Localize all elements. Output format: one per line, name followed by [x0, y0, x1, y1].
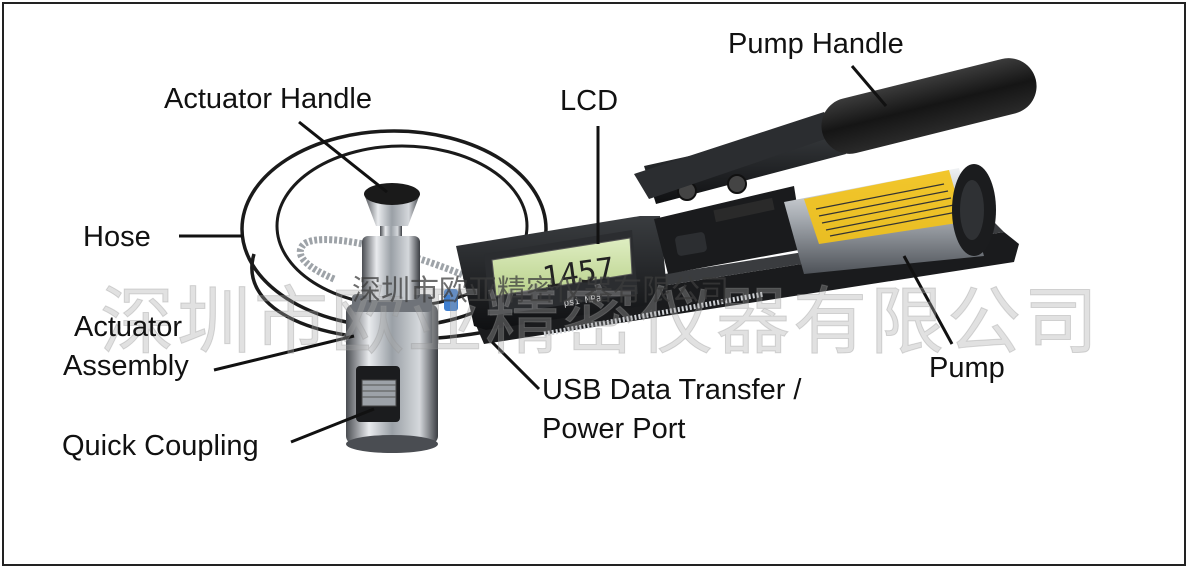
leader-pump-handle	[850, 65, 888, 107]
pump-cylinder	[784, 164, 996, 274]
label-usb-port: USB Data Transfer / Power Port	[542, 371, 802, 449]
label-lcd: LCD	[560, 85, 619, 117]
actuator-assembly	[346, 183, 438, 453]
watermark-large: 深圳市欧亚精密仪器有限公司	[100, 279, 1101, 366]
leader-pump	[902, 255, 954, 345]
watermark-small: 深圳市欧亚精密仪器有限公司	[352, 273, 730, 307]
leader-lines	[179, 65, 954, 444]
leader-actuator-handle	[298, 120, 388, 194]
label-hose: Hose	[83, 221, 151, 253]
braided-hose	[296, 236, 496, 293]
gauge-housing: 1457 psi MPa	[456, 216, 668, 330]
label-actuator-assembly-line2: Assembly	[63, 350, 189, 382]
leader-actuator-assembly	[213, 334, 355, 372]
pump-handle	[634, 58, 1037, 199]
label-actuator-assembly: Actuator Assembly	[63, 308, 189, 386]
device-illustration: 1457 psi MPa	[179, 58, 1037, 453]
label-quick-coupling: Quick Coupling	[62, 430, 259, 462]
label-actuator-handle: Actuator Handle	[164, 83, 372, 115]
spring	[543, 291, 765, 337]
leader-quick-coupling	[290, 407, 375, 444]
label-usb-port-line2: Power Port	[542, 413, 686, 445]
leader-usb-port	[490, 340, 541, 391]
label-actuator-assembly-line1: Actuator	[74, 311, 182, 343]
label-pump: Pump	[929, 352, 1005, 384]
label-usb-port-line1: USB Data Transfer /	[542, 374, 802, 406]
blue-connector	[444, 289, 458, 311]
label-pump-handle: Pump Handle	[728, 28, 904, 60]
